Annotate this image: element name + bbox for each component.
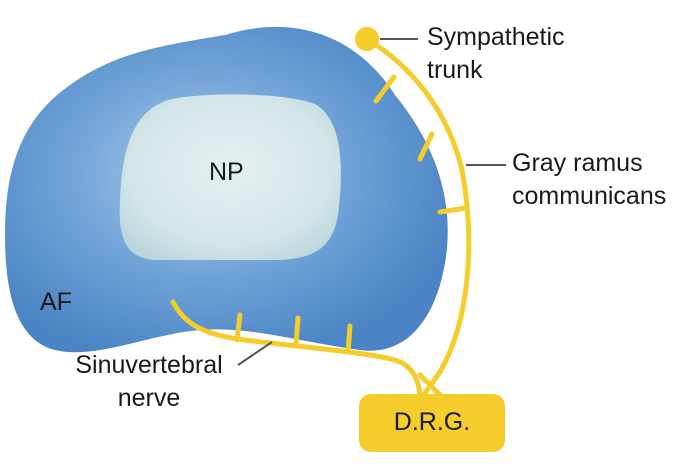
np-label: NP: [209, 158, 244, 186]
sinuvertebral-branch-2: [293, 315, 301, 347]
nucleus-pulposus-shape: [119, 94, 341, 260]
gray-ramus-label-line1: Gray ramus: [512, 149, 643, 177]
leader-lines: [237, 38, 506, 366]
sinuvertebral-branch-1: [234, 312, 243, 343]
sympathetic-label-line1: Sympathetic: [427, 23, 565, 51]
af-label: AF: [40, 288, 72, 316]
ramus-branch-1: [373, 74, 397, 104]
leader-sinuvertebral: [237, 341, 273, 366]
nerve-network: [170, 36, 472, 403]
sinuvertebral-label-line1: Sinuvertebral: [75, 351, 223, 379]
sympathetic-label-line2: trunk: [427, 56, 483, 84]
sinuvertebral-nerve: [170, 299, 423, 403]
ramus-branch-2: [417, 131, 435, 162]
ramus-branch-3: [437, 205, 469, 215]
sinuvertebral-branch-3: [345, 323, 353, 355]
drg-label: D.R.G.: [393, 408, 471, 436]
gray-ramus-label-line2: communicans: [512, 182, 667, 210]
sympathetic-ganglion: [355, 27, 379, 51]
drg-box: [359, 394, 505, 452]
sympathetic-trunk-nerve: [364, 36, 472, 375]
sinuvertebral-label-line2: nerve: [117, 384, 181, 412]
